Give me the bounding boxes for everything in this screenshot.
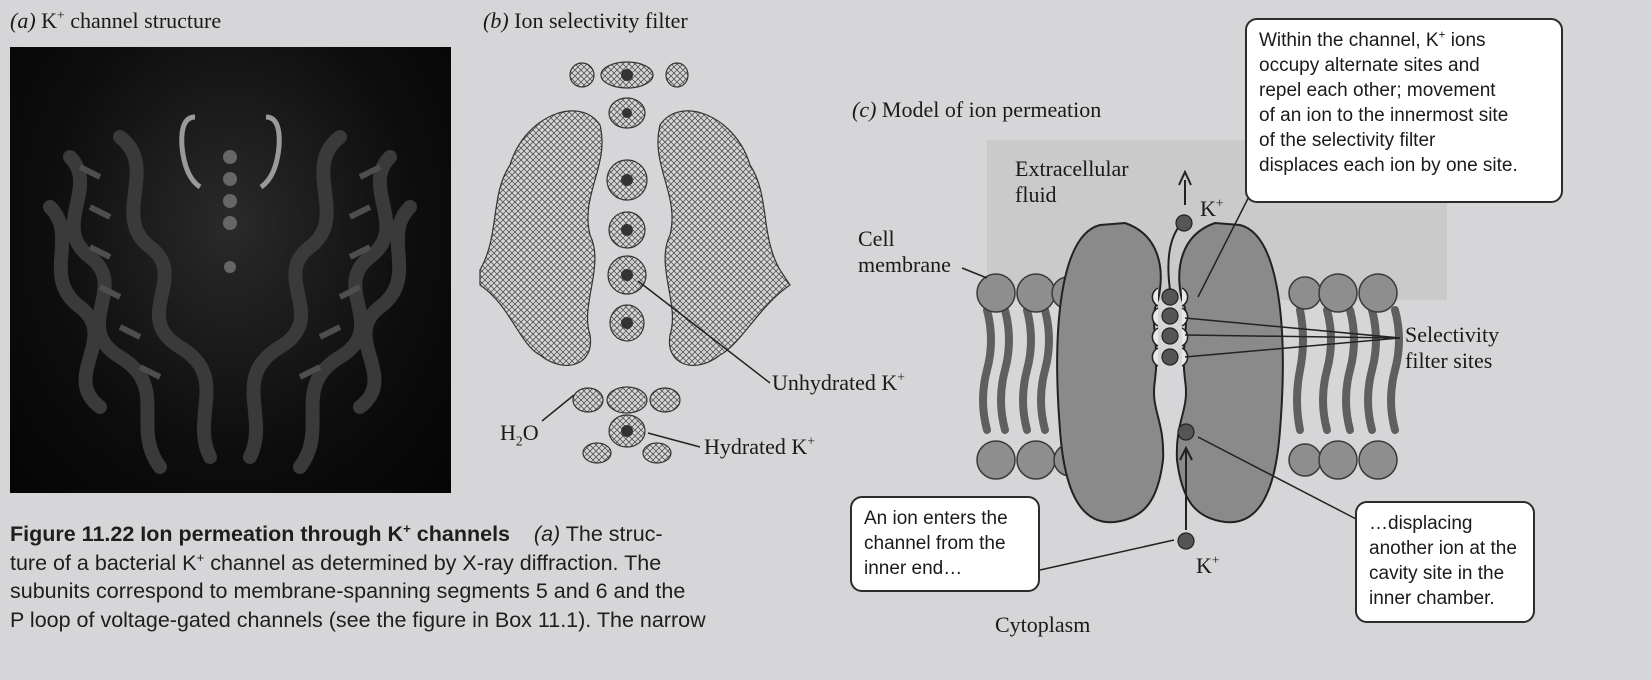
channel-protein-right [1177, 223, 1283, 522]
channel-protein-left [1057, 223, 1163, 522]
channel-structure-image [10, 47, 451, 493]
callout-ion-occupancy: Within the channel, K+ ions occupy alter… [1245, 18, 1563, 203]
panel-c-title: (c) Model of ion permeation [852, 97, 1101, 123]
caption-title: Figure 11.22 Ion permeation through K+ c… [10, 522, 510, 546]
label-cytoplasm: Cytoplasm [995, 612, 1090, 638]
lipid-bilayer-right [1289, 274, 1399, 479]
panel-a-title: (a) K+ channel structure [10, 8, 221, 34]
label-selectivity-filter-sites: Selectivity filter sites [1405, 322, 1499, 374]
label-cell-membrane: Cell membrane [858, 226, 951, 278]
callout-displacing-ion: …displacing another ion at the cavity si… [1355, 501, 1535, 623]
label-water: H2O [500, 420, 539, 446]
label-extracellular-fluid: Extracellular fluid [1015, 156, 1129, 208]
callout-ion-enters: An ion enters the channel from the inner… [850, 496, 1040, 592]
panel-b-title: (b) Ion selectivity filter [483, 8, 688, 34]
label-hydrated-k: Hydrated K+ [704, 434, 815, 460]
label-k-bottom: K+ [1196, 553, 1220, 579]
label-k-top: K+ [1200, 196, 1224, 222]
figure-caption: Figure 11.22 Ion permeation through K+ c… [10, 520, 860, 634]
